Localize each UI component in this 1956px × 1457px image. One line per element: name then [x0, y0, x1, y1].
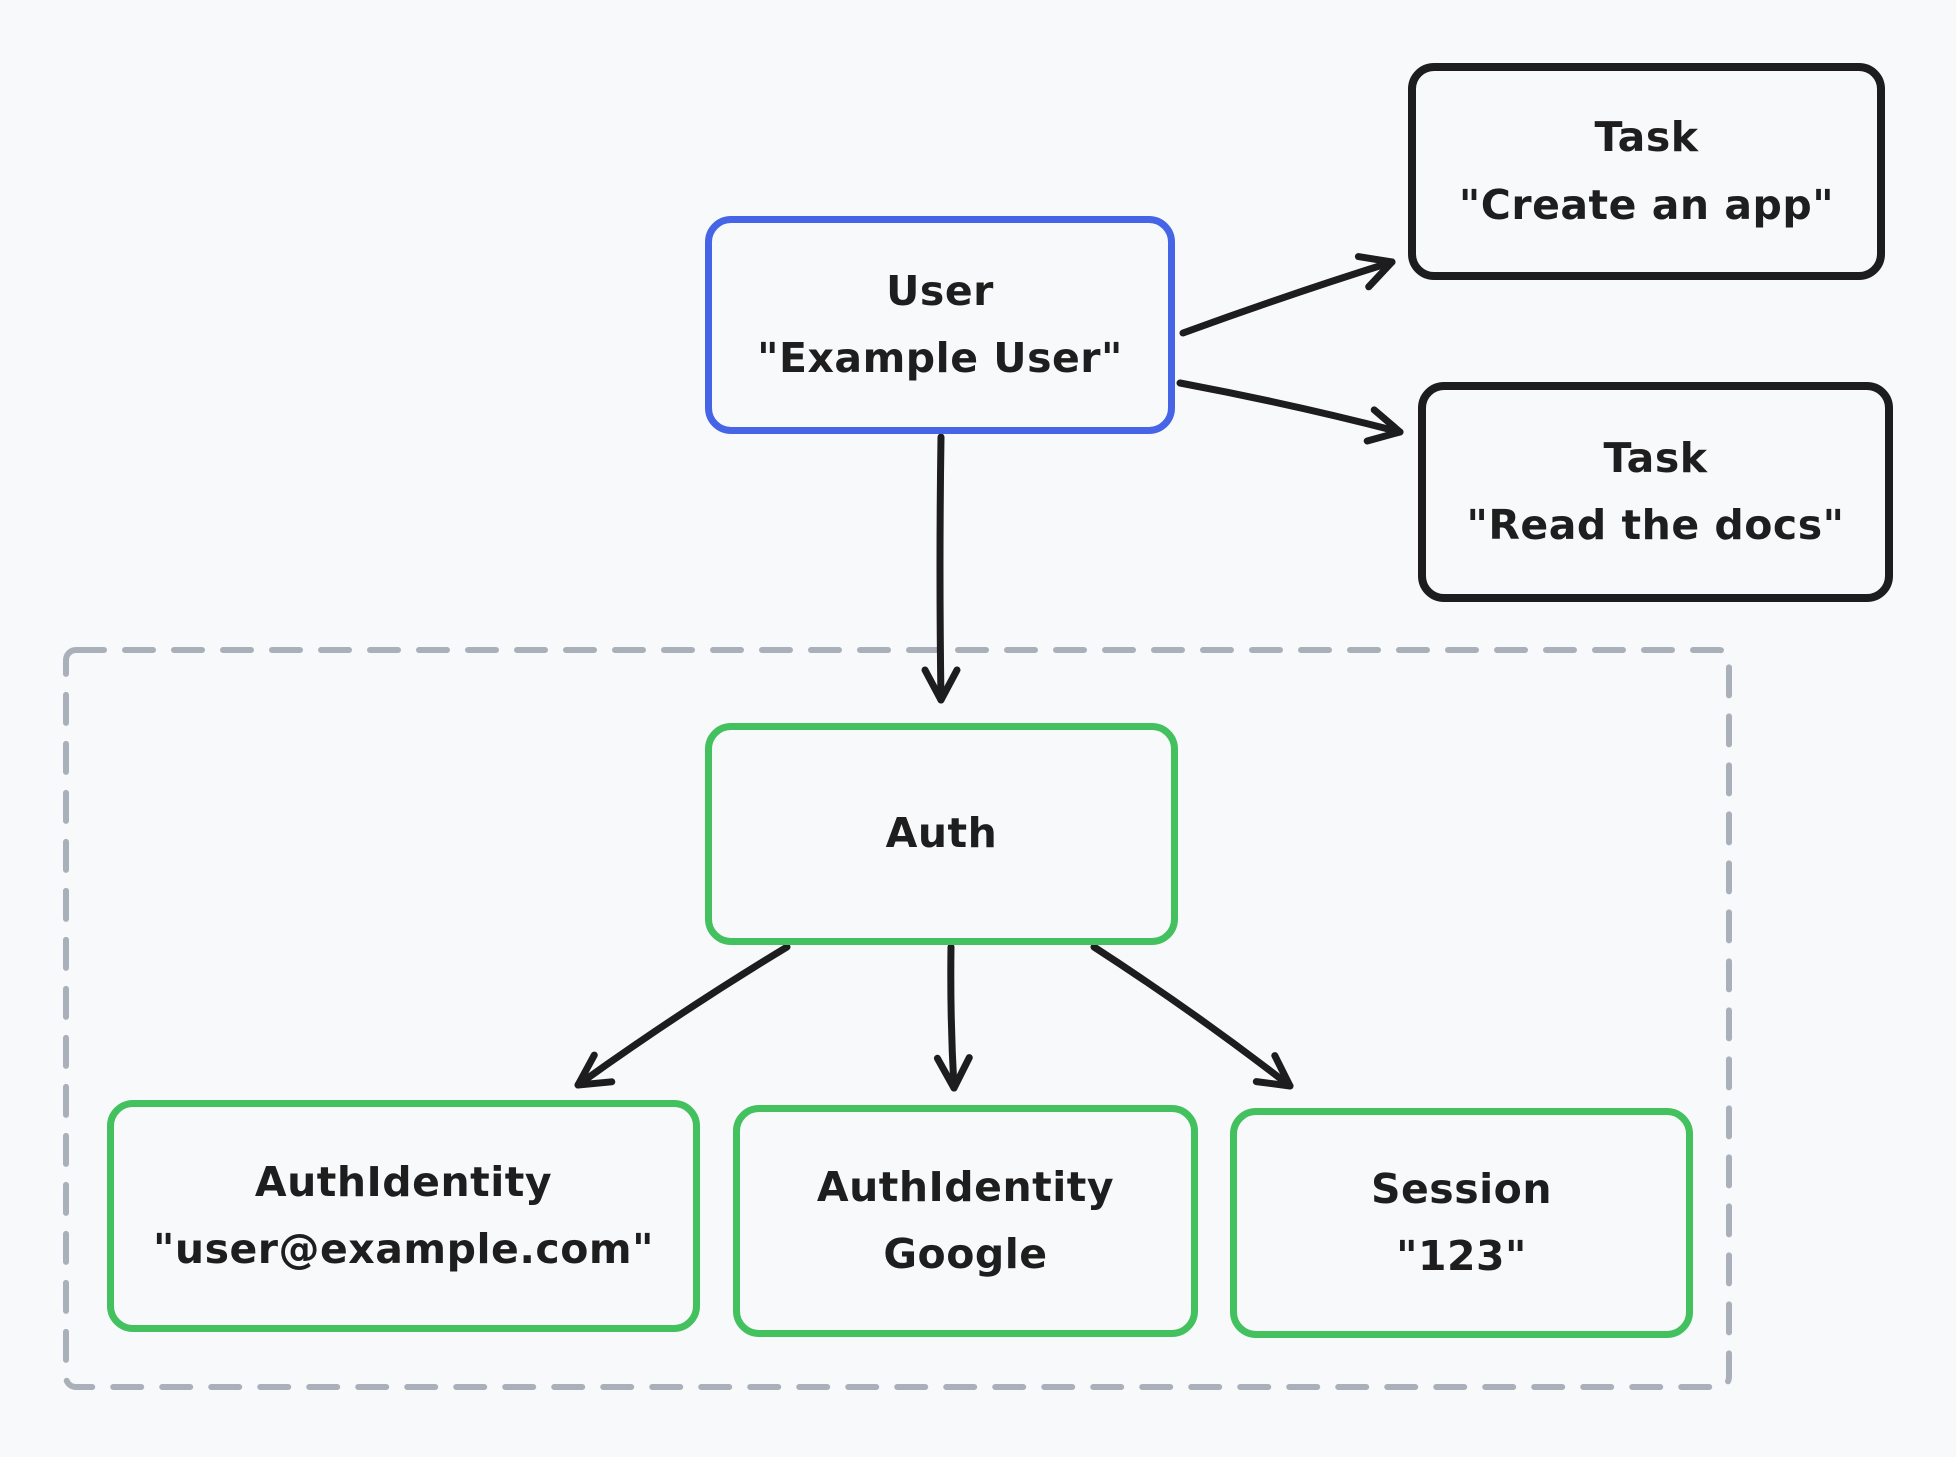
node-session: Session "123": [1230, 1108, 1693, 1338]
node-session-subtitle: "123": [1396, 1232, 1527, 1280]
node-task-read-title: Task: [1603, 433, 1708, 482]
arrow-user-to-task-read: [1176, 379, 1404, 445]
node-auth-identity-email: AuthIdentity "user@example.com": [107, 1100, 700, 1332]
arrow-auth-to-session: [1090, 943, 1294, 1090]
node-auth: Auth: [705, 723, 1178, 945]
node-auth-identity-email-subtitle: "user@example.com": [153, 1225, 654, 1273]
node-auth-title: Auth: [885, 809, 998, 858]
arrow-auth-to-identity-email: [574, 943, 791, 1089]
node-auth-identity-email-title: AuthIdentity: [254, 1157, 553, 1206]
node-user-title: User: [886, 266, 994, 315]
arrow-auth-to-identity-google: [933, 943, 973, 1092]
node-auth-identity-google-title: AuthIdentity: [816, 1162, 1115, 1211]
node-auth-identity-google-subtitle: Google: [883, 1230, 1048, 1278]
node-user: User "Example User": [705, 216, 1175, 434]
node-task-read-subtitle: "Read the docs": [1466, 501, 1845, 549]
arrow-user-to-task-create: [1179, 253, 1396, 337]
node-session-title: Session: [1370, 1164, 1553, 1213]
node-user-subtitle: "Example User": [757, 334, 1123, 382]
arrow-user-to-auth: [921, 433, 961, 704]
node-task-read-the-docs: Task "Read the docs": [1418, 382, 1893, 602]
node-task-create-an-app: Task "Create an app": [1408, 63, 1885, 280]
node-task-create-title: Task: [1594, 113, 1699, 161]
node-auth-identity-google: AuthIdentity Google: [733, 1105, 1198, 1337]
node-task-create-subtitle: "Create an app": [1458, 180, 1835, 229]
